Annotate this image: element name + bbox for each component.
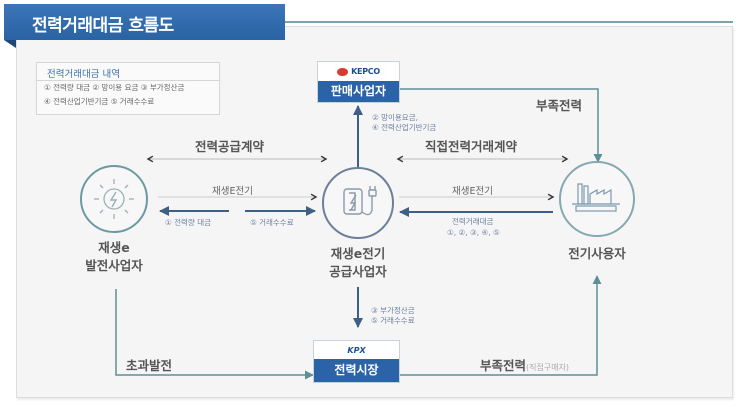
supplier-label-line1: 재생e전기	[330, 246, 386, 261]
renewable-power-label: 재생E전기	[452, 186, 493, 197]
direct-contract-label: 직접전력거래계약	[425, 139, 518, 154]
generator-node-icon	[80, 165, 148, 233]
supplier-label-line2: 공급사업자	[329, 264, 387, 279]
shortage-bottom-note: (직접구매자)	[526, 363, 570, 372]
sun-lightning-icon	[94, 179, 134, 219]
kpx-logo-text: KPX	[347, 345, 366, 355]
shortage-bottom-label: 부족전력(직접구매자)	[480, 355, 569, 374]
kpx-shortage-line	[400, 275, 602, 376]
kepco-shortage-line	[398, 88, 603, 163]
renewable-power-label: 재생E전기	[212, 186, 253, 197]
kepco-box: KEPCO 판매사업자	[317, 61, 400, 103]
kepco-item: ④ 전력산업기반기금	[372, 123, 437, 132]
consumer-node-icon	[559, 161, 635, 237]
generator-label-line1: 재생e	[98, 240, 130, 255]
trade-payment-title: 전력거래대금	[452, 217, 494, 226]
excess-generation-label: 초과발전	[126, 358, 173, 373]
kepco-logo: KEPCO	[318, 62, 399, 81]
page-title: 전력거래대금 흐름도	[4, 4, 285, 40]
kepco-logo-mark-icon	[337, 67, 349, 76]
payment-legend: 전력거래대금 내역 ① 전력량 대금 ② 망이용 요금 ③ 부가정산금 ④ 전력…	[36, 62, 220, 115]
battery-plug-icon	[343, 186, 377, 216]
legend-title: 전력거래대금 내역	[37, 63, 219, 81]
legend-row: ① 전력량 대금 ② 망이용 요금 ③ 부가정산금	[44, 83, 185, 92]
factory-icon	[572, 183, 620, 212]
title-fold	[4, 40, 16, 48]
supplier-label: 재생e전기 공급사업자	[318, 245, 398, 281]
fee-label: ⑤ 거래수수료	[250, 218, 294, 227]
shortage-top-label: 부족전력	[536, 98, 583, 113]
kpx-payment-items: ③ 부가정산금 ⑤ 거래수수료	[371, 306, 415, 326]
kpx-box: KPX 전력시장	[313, 340, 400, 383]
generator-label-line2: 발전사업자	[85, 258, 143, 273]
title-underline	[280, 21, 733, 23]
supplier-node-icon	[322, 167, 394, 239]
energy-payment-label: ① 전력량 대금	[165, 218, 211, 227]
excess-generation-line	[115, 289, 314, 380]
shortage-bottom-text: 부족전력	[480, 358, 527, 373]
kepco-item: ② 망이용요금,	[372, 113, 418, 122]
supply-contract-label: 전력공급계약	[195, 139, 265, 154]
kepco-payment-items: ② 망이용요금, ④ 전력산업기반기금	[372, 113, 436, 133]
kpx-logo: KPX	[314, 341, 399, 359]
legend-row: ④ 전력산업기반기금 ⑤ 거래수수료	[44, 97, 155, 106]
kepco-name: 판매사업자	[318, 81, 399, 102]
trade-payment-items: ①, ②, ③, ④, ⑤	[447, 228, 500, 237]
kpx-item: ⑤ 거래수수료	[371, 316, 415, 325]
kepco-logo-text: KEPCO	[351, 67, 380, 76]
generator-label: 재생e 발전사업자	[79, 239, 149, 275]
consumer-label: 전기사용자	[568, 246, 626, 261]
kpx-item: ③ 부가정산금	[371, 306, 415, 315]
kpx-name: 전력시장	[314, 359, 399, 382]
